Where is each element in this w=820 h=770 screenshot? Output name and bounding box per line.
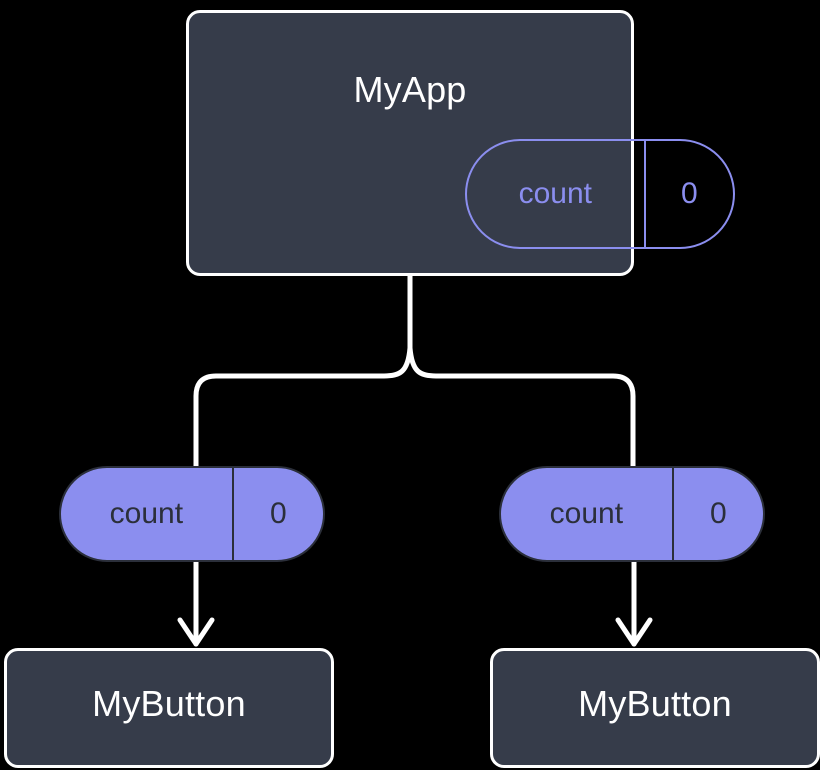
component-name-myapp: MyApp xyxy=(353,69,467,110)
prop-pill-value: 0 xyxy=(671,468,763,560)
tree-branch-icon xyxy=(193,273,636,469)
state-pill-value: 0 xyxy=(643,141,733,247)
component-card-myapp[interactable]: MyApp count 0 xyxy=(186,10,735,276)
prop-pill-count-right[interactable]: count 0 xyxy=(499,466,765,562)
prop-pill-key: count xyxy=(109,497,184,530)
component-card-mybutton-left[interactable]: MyButton xyxy=(4,648,334,768)
component-name-mybutton: MyButton xyxy=(578,683,732,724)
prop-pill-key: count xyxy=(549,497,624,530)
arrow-down-icon xyxy=(177,559,215,647)
state-pill-key: count xyxy=(518,177,593,210)
prop-pill-value: 0 xyxy=(231,468,323,560)
component-name-mybutton: MyButton xyxy=(92,683,246,724)
component-card-mybutton-right[interactable]: MyButton xyxy=(490,648,820,768)
prop-pill-count-left[interactable]: count 0 xyxy=(59,466,325,562)
arrow-down-icon xyxy=(615,559,653,647)
state-pill-count[interactable]: count 0 xyxy=(465,139,735,249)
